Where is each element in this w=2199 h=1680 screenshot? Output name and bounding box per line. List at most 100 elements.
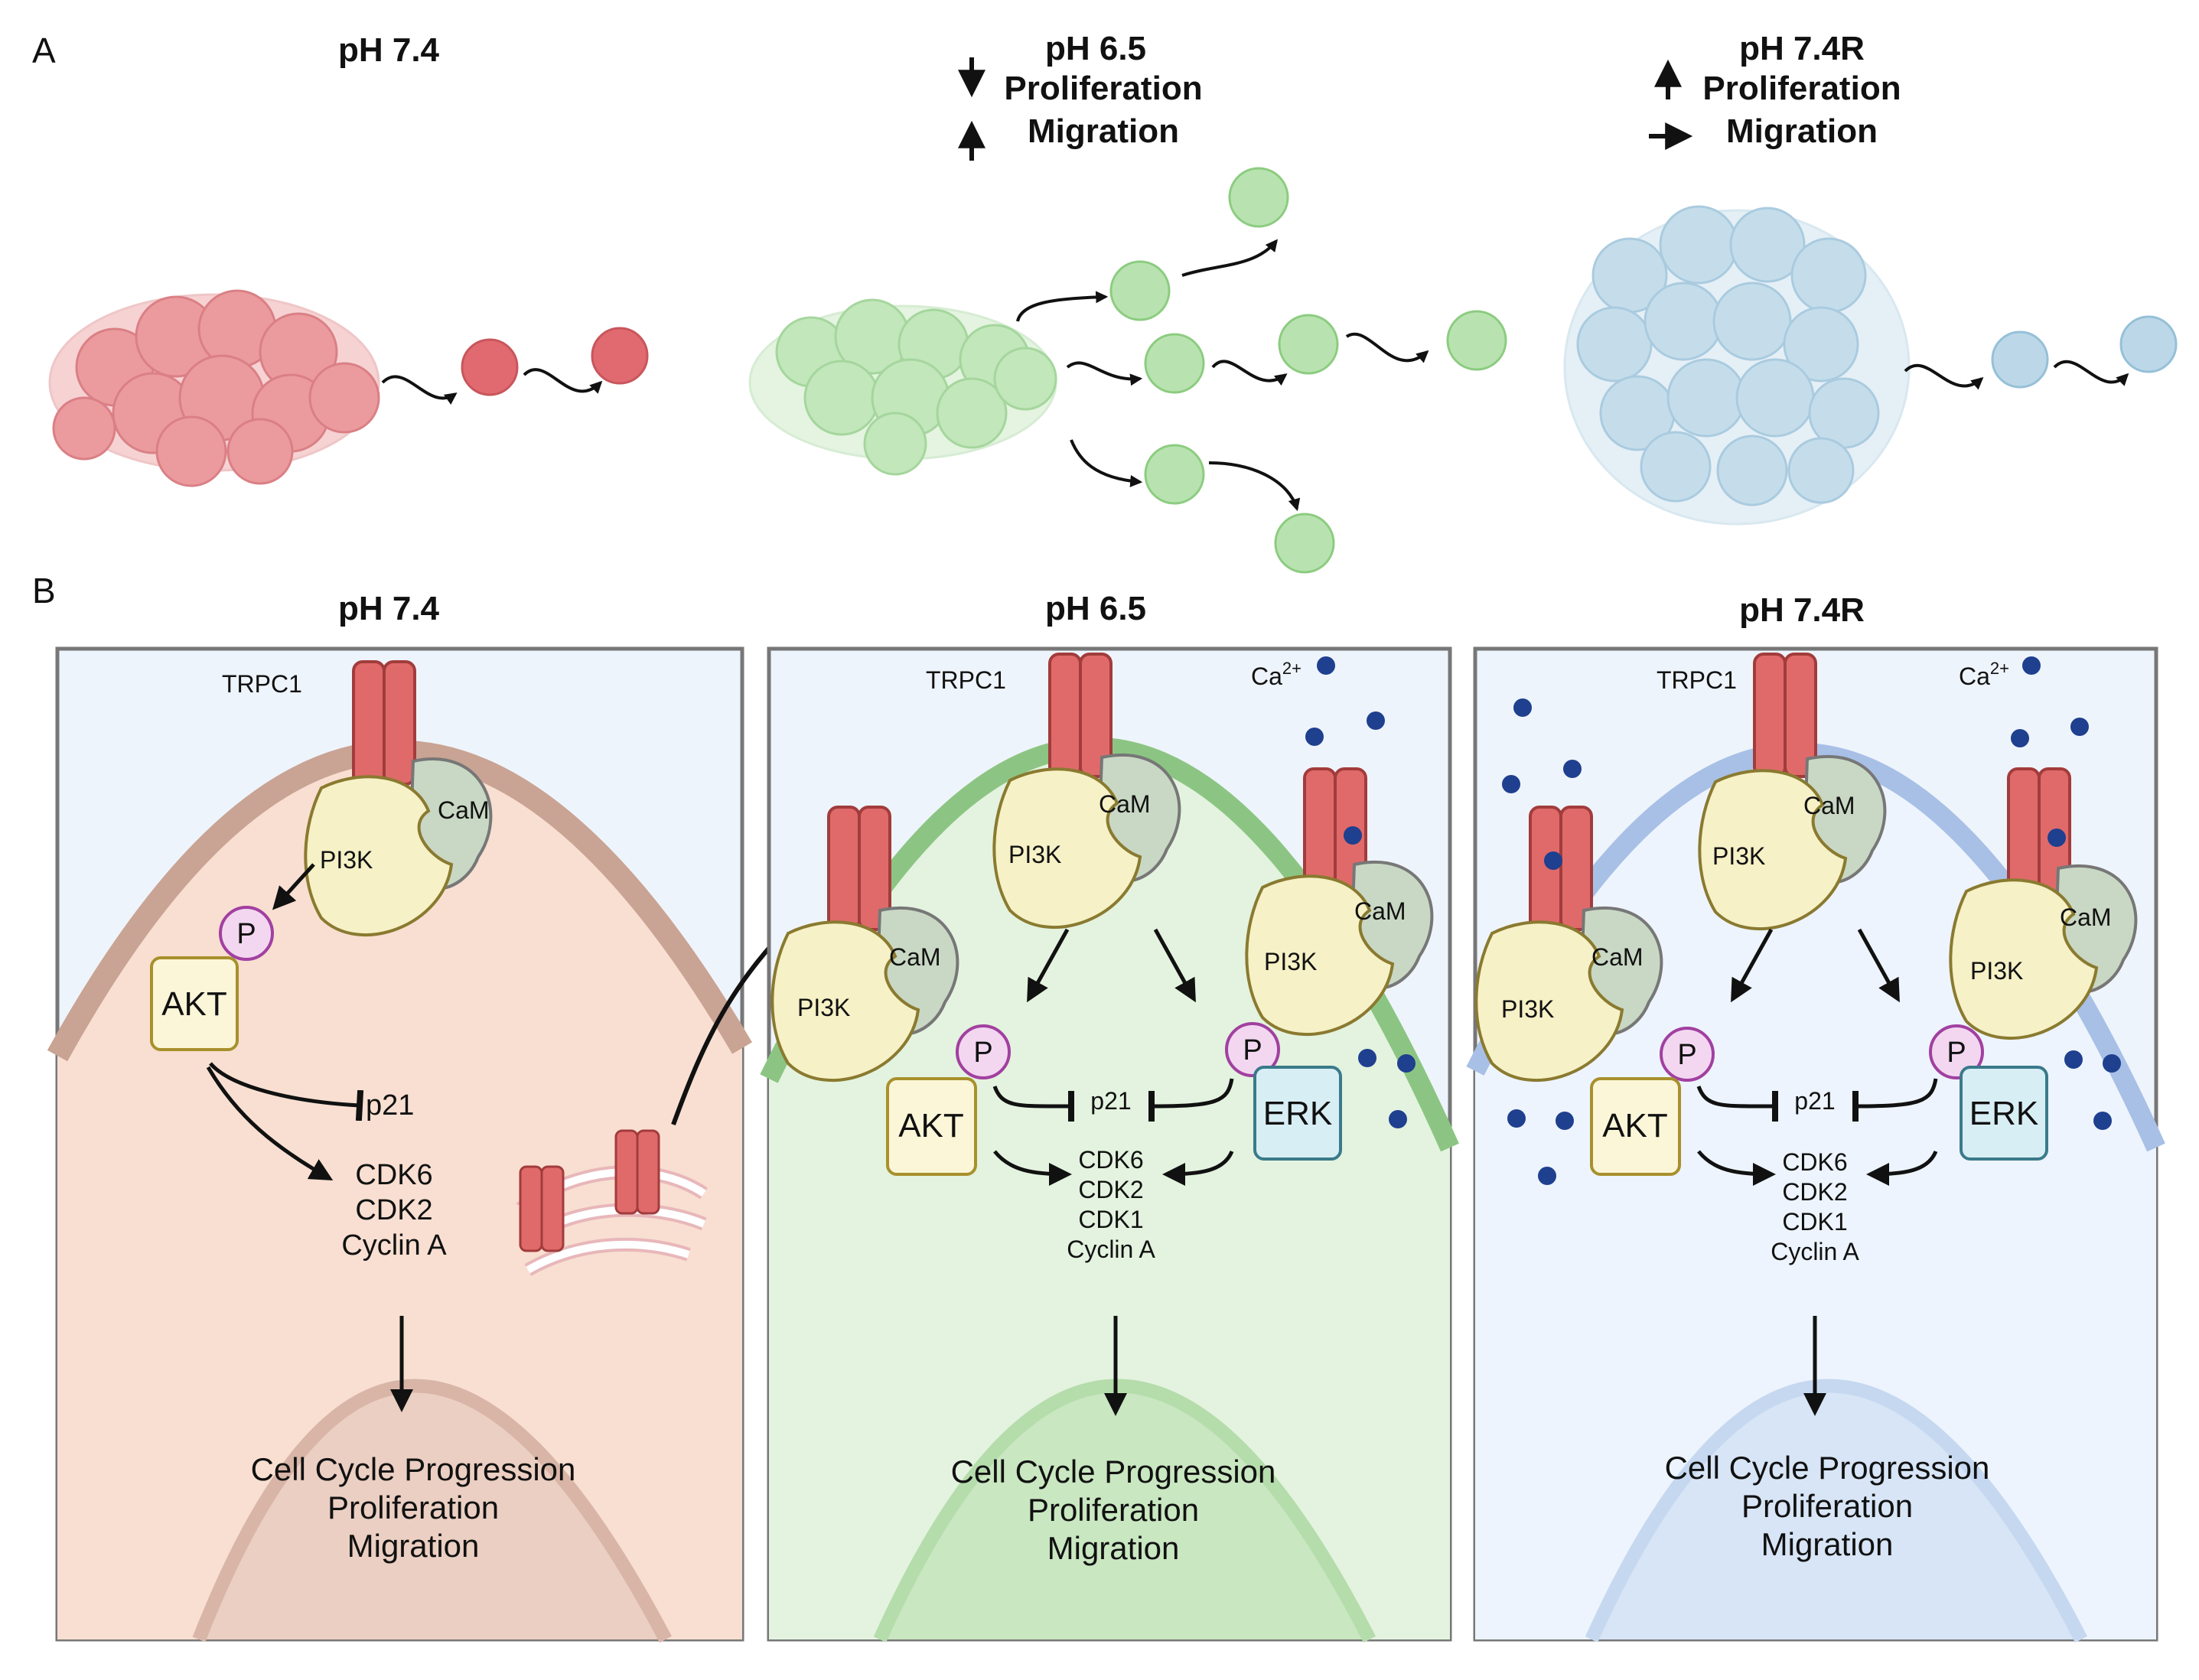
pi3k-label-3c: PI3K [1970, 957, 2023, 985]
target-2-2: CDK2 [1078, 1176, 1143, 1203]
phospho-circle-2b [1225, 1022, 1280, 1077]
panel-a-title-1: pH 7.4 [338, 31, 440, 69]
cam-label-1: CaM [438, 796, 490, 824]
outcome-3-3: Migration [1761, 1526, 1894, 1562]
cam-pi3k-complex-3a [1698, 754, 1887, 931]
b3-arrows [1696, 928, 1938, 1416]
cam-label-3b: CaM [1591, 943, 1644, 971]
phospho-label-3b: P [1947, 1037, 1966, 1069]
ca-label-2: Ca2+ [1251, 659, 1301, 690]
phospho-label-2a: P [973, 1037, 992, 1069]
b2-arrows [992, 928, 1234, 1416]
outcome-2-3: Migration [1047, 1530, 1180, 1566]
target-2-4: Cyclin A [1067, 1236, 1155, 1263]
green-migration-paths [1016, 239, 1429, 512]
outcome-1-3: Migration [347, 1528, 480, 1564]
trpc1-label-2: TRPC1 [926, 666, 1006, 694]
phospho-circle-2a [956, 1024, 1011, 1079]
green-migrating-cells [1109, 167, 1507, 574]
cam-label-2c: CaM [1354, 897, 1406, 925]
pi3k-label-2c: PI3K [1264, 948, 1317, 975]
blue-migration-paths [1904, 360, 2129, 390]
green-cell-cluster [748, 298, 1057, 476]
cam-pi3k-complex-3b [1474, 906, 1663, 1083]
blue-cell-cluster [1563, 205, 1911, 526]
erk-label-2: ERK [1263, 1095, 1332, 1132]
outcome-2-2: Proliferation [1028, 1492, 1199, 1528]
trpc1-channel-2b [827, 806, 891, 931]
trpc1-channel-2a [1048, 653, 1113, 778]
red-migration-paths [381, 368, 603, 405]
panel-a-2-proliferation: Proliferation [1004, 70, 1202, 107]
trpc1-channel-1 [352, 660, 416, 786]
outcome-3-2: Proliferation [1741, 1488, 1913, 1524]
target-3-4: Cyclin A [1771, 1238, 1859, 1265]
red-migrating-cells [461, 327, 649, 396]
panel-b-title-1: pH 7.4 [338, 590, 440, 627]
outcome-1-2: Proliferation [327, 1490, 499, 1525]
p21-label-1: p21 [366, 1089, 414, 1122]
ca-label-3: Ca2+ [1959, 659, 2009, 690]
p21-label-2: p21 [1090, 1087, 1131, 1115]
target-2-3: CDK1 [1078, 1206, 1143, 1233]
akt-label-2: AKT [898, 1107, 964, 1144]
akt-box-3 [1590, 1077, 1681, 1176]
cam-label-2b: CaM [889, 943, 941, 971]
cam-pi3k-complex-1 [304, 757, 493, 937]
trpc1-channel-3b [1529, 806, 1593, 931]
cam-label-3a: CaM [1803, 792, 1855, 819]
erk-box-2 [1253, 1066, 1342, 1161]
akt-box-1 [150, 956, 239, 1051]
phospho-label-1: P [236, 918, 256, 950]
pi3k-label-1: PI3K [320, 846, 373, 874]
phospho-circle-1 [219, 906, 274, 961]
pi3k-label-3b: PI3K [1501, 995, 1554, 1023]
target-1-2: CDK2 [355, 1194, 432, 1226]
cam-pi3k-complex-3c [1949, 864, 2138, 1040]
target-2-1: CDK6 [1078, 1146, 1143, 1174]
panel-a-title-2: pH 6.5 [1045, 30, 1146, 67]
outcome-1-1: Cell Cycle Progression [251, 1451, 576, 1487]
trpc1-label-1: TRPC1 [222, 670, 302, 698]
red-cell-cluster [48, 289, 380, 487]
phospho-label-3a: P [1677, 1039, 1696, 1071]
panel-a-2-migration: Migration [1028, 112, 1179, 150]
blue-migrating-cells [1991, 315, 2178, 389]
trpc1-label-3: TRPC1 [1657, 666, 1737, 694]
cam-label-2a: CaM [1099, 790, 1151, 818]
cam-pi3k-complex-2b [770, 906, 959, 1083]
target-3-2: CDK2 [1782, 1178, 1847, 1206]
phospho-label-2b: P [1243, 1034, 1262, 1066]
akt-label-3: AKT [1602, 1107, 1668, 1144]
phospho-circle-3a [1660, 1027, 1715, 1082]
trpc1-channel-3a [1753, 653, 1817, 778]
target-1-3: Cyclin A [341, 1229, 447, 1262]
panel-b-title-3: pH 7.4R [1739, 591, 1865, 629]
target-3-1: CDK6 [1782, 1148, 1847, 1176]
panel-a-letter: A [32, 31, 56, 70]
pi3k-label-2b: PI3K [797, 994, 850, 1021]
erk-box-3 [1960, 1066, 2048, 1161]
vesicle-with-trpc1 [516, 1129, 708, 1276]
pi3k-label-3a: PI3K [1712, 842, 1765, 870]
erk-label-3: ERK [1969, 1095, 2038, 1132]
pi3k-label-2a: PI3K [1008, 841, 1061, 868]
akt-label-1: AKT [161, 985, 227, 1023]
akt-box-2 [886, 1077, 977, 1176]
panel-b-title-2: pH 6.5 [1045, 590, 1146, 627]
target-1-1: CDK6 [355, 1159, 432, 1191]
panel-a-title-3: pH 7.4R [1739, 30, 1865, 67]
outcome-2-1: Cell Cycle Progression [951, 1454, 1276, 1490]
b1-arrows [206, 863, 413, 1412]
calcium-ions-2 [1305, 656, 1416, 1128]
target-3-3: CDK1 [1782, 1208, 1847, 1236]
phospho-circle-3b [1929, 1024, 1984, 1079]
panel-a-3-migration: Migration [1726, 112, 1878, 150]
cam-pi3k-complex-2c [1245, 860, 1434, 1037]
cam-label-3c: CaM [2060, 903, 2112, 931]
cam-pi3k-complex-2a [992, 753, 1181, 930]
panel-a-3-proliferation: Proliferation [1702, 70, 1901, 107]
calcium-ions-3 [1502, 656, 2121, 1185]
outcome-3-1: Cell Cycle Progression [1665, 1450, 1990, 1486]
p21-label-3: p21 [1794, 1087, 1835, 1115]
